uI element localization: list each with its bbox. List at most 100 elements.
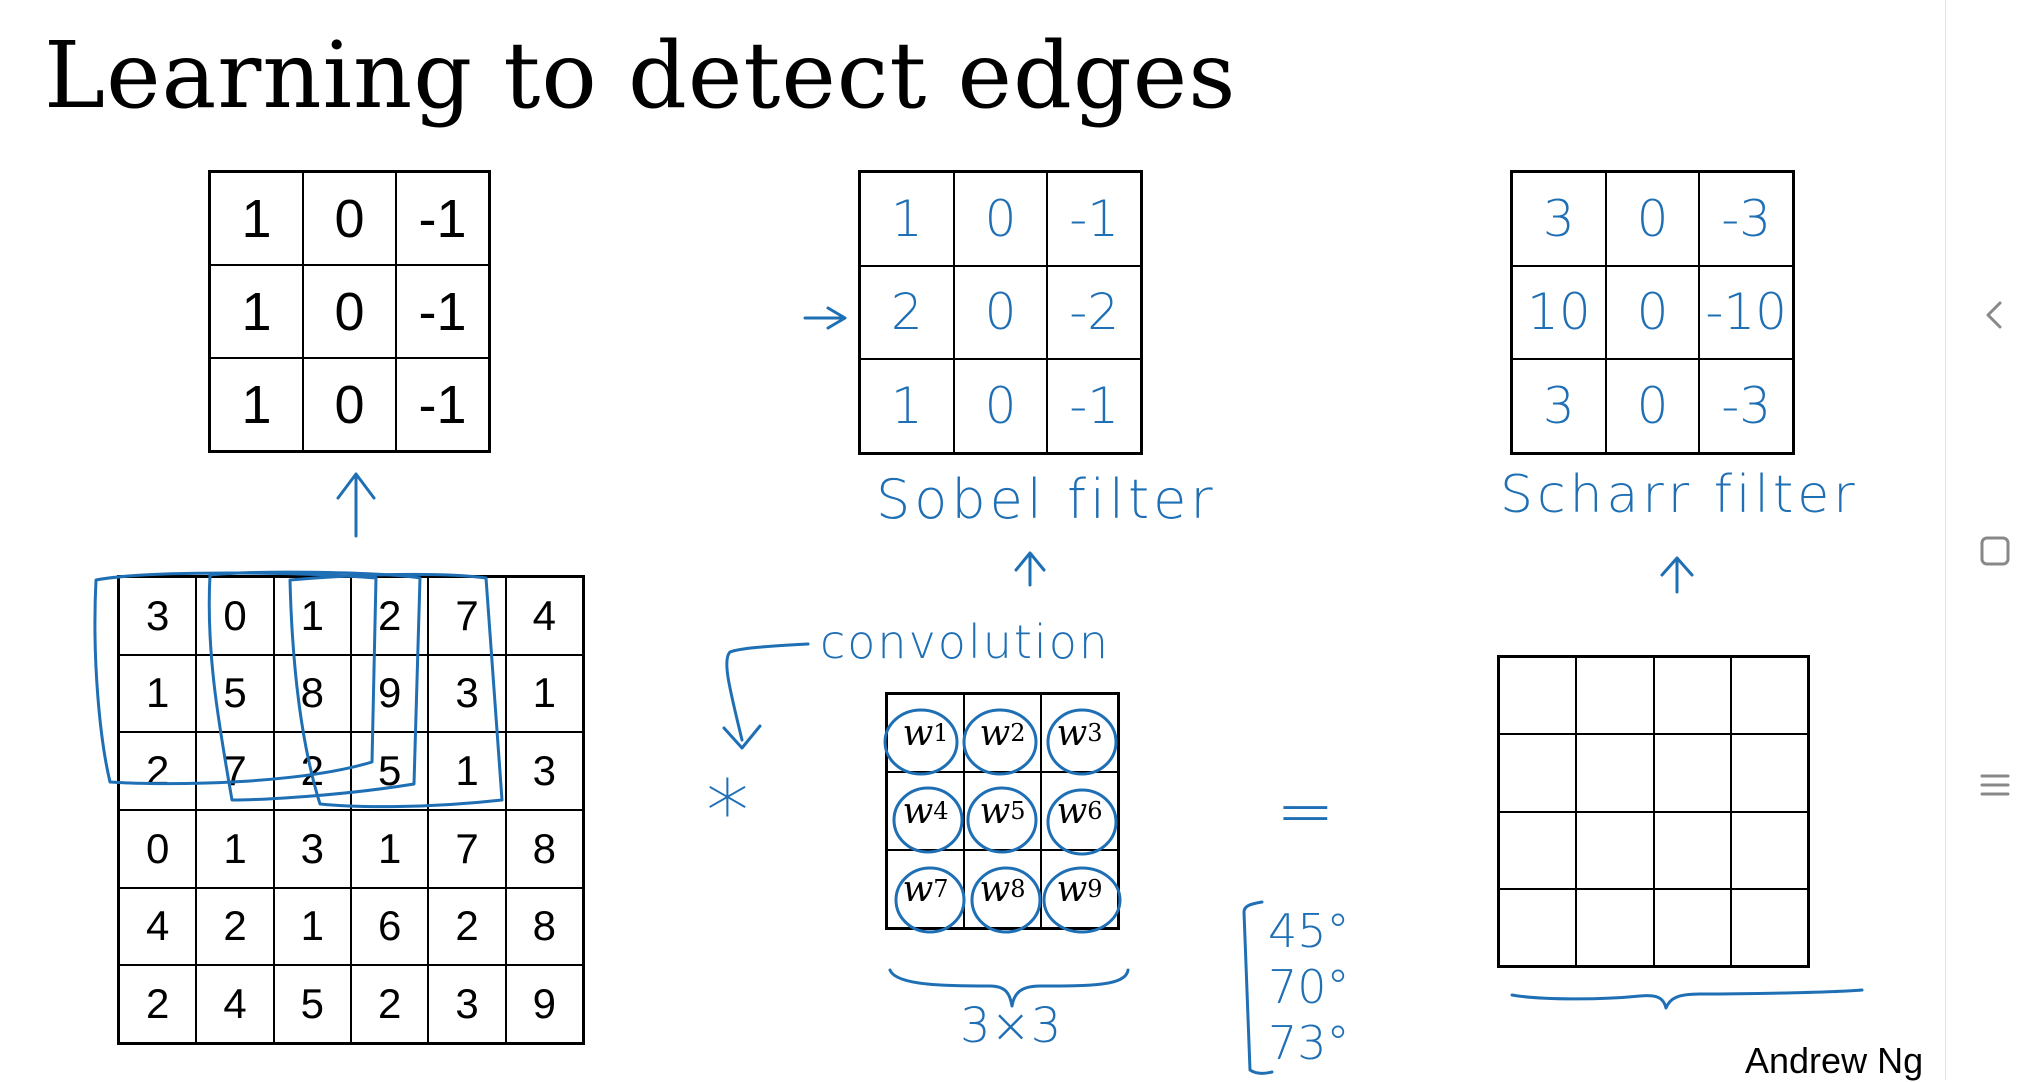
brace-weights <box>888 968 1130 1008</box>
grid-cell: 1 <box>351 809 429 888</box>
weights-size-label: 3×3 <box>960 998 1062 1054</box>
grid-cell: -2 <box>1047 265 1141 360</box>
grid-cell: 0 <box>303 265 396 358</box>
grid-cell: 0 <box>1605 265 1700 360</box>
grid-cell: 0 <box>953 359 1048 453</box>
weight-symbol: w <box>1056 712 1088 754</box>
brace-output <box>1510 988 1864 1010</box>
convolution-label: convolution <box>820 615 1111 669</box>
grid-cell: 0 <box>303 358 396 451</box>
angles-bracket <box>1242 900 1274 1075</box>
grid-cell: 2 <box>860 265 954 360</box>
grid-cell: 0 <box>119 809 197 888</box>
output-cell <box>1499 734 1577 812</box>
back-button[interactable] <box>1946 285 2040 345</box>
output-cell <box>1730 888 1808 966</box>
weight-index: 9 <box>1087 875 1103 903</box>
grid-cell: 1 <box>273 887 351 966</box>
angles-list: 45° 70° 73° <box>1268 903 1350 1071</box>
angle-item: 70° <box>1268 960 1350 1014</box>
grid-cell: -1 <box>1047 359 1141 453</box>
scharr-filter-label: Scharr filter <box>1500 465 1859 525</box>
grid-cell: 3 <box>1512 172 1606 266</box>
grid-cell: 9 <box>351 654 429 733</box>
equals-sign: = <box>1276 770 1335 852</box>
up-arrow-icon <box>336 472 376 538</box>
author-name: Andrew Ng <box>1745 1040 1924 1081</box>
grid-cell: 1 <box>210 358 303 451</box>
weight-symbol: w <box>979 790 1011 832</box>
grid-cell: -1 <box>396 265 489 358</box>
grid-cell: 4 <box>505 577 583 655</box>
grid-cell: 2 <box>119 965 197 1043</box>
grid-cell: 0 <box>303 172 396 265</box>
weight-index: 3 <box>1087 719 1103 747</box>
angle-item: 73° <box>1268 1016 1350 1070</box>
weight-index: 2 <box>1010 719 1026 747</box>
grid-cell: 7 <box>428 809 506 888</box>
output-cell <box>1653 811 1731 889</box>
convolution-operator: * <box>706 762 749 862</box>
grid-cell: 8 <box>505 887 583 966</box>
weight-index: 8 <box>1010 875 1026 903</box>
grid-cell: 6 <box>351 887 429 966</box>
grid-cell: 9 <box>505 965 583 1043</box>
home-button[interactable] <box>1946 520 2040 580</box>
grid-cell: 1 <box>210 172 303 265</box>
grid-cell: 2 <box>351 965 429 1043</box>
grid-cell: 4 <box>119 887 197 966</box>
grid-cell: 0 <box>953 172 1048 266</box>
grid-cell: 5 <box>273 965 351 1043</box>
grid-cell: -1 <box>1047 172 1141 266</box>
output-cell <box>1576 811 1654 889</box>
grid-cell: 1 <box>196 809 274 888</box>
grid-cell: 2 <box>428 887 506 966</box>
window-box-3 <box>288 572 504 809</box>
grid-cell: 8 <box>273 654 351 733</box>
sidebar <box>1945 0 2040 1080</box>
grid-cell: 1 <box>210 265 303 358</box>
weight-index: 5 <box>1010 797 1026 825</box>
output-cell <box>1730 734 1808 812</box>
weight-symbol: w <box>902 712 934 754</box>
grid-cell: 1 <box>505 654 583 733</box>
menu-button[interactable] <box>1946 755 2040 815</box>
output-grid <box>1497 655 1810 968</box>
pen-annotations <box>93 306 1864 1075</box>
output-cell <box>1730 811 1808 889</box>
square-icon <box>1980 536 2009 566</box>
grid-cell: 3 <box>428 654 506 733</box>
weight-symbol: w <box>979 712 1011 754</box>
weight-index: 1 <box>933 719 949 747</box>
weight-index: 4 <box>933 797 949 825</box>
grid-cell: 0 <box>1605 359 1700 453</box>
grid-cell: 10 <box>1512 265 1606 360</box>
grid-cell: 3 <box>273 809 351 888</box>
right-arrow-icon <box>803 306 847 330</box>
convolution-arrow-icon <box>722 642 810 750</box>
weight-index: 7 <box>933 875 949 903</box>
output-cell <box>1730 657 1808 735</box>
grid-cell: -1 <box>396 172 489 265</box>
weight-index: 6 <box>1087 797 1103 825</box>
grid-cell: -3 <box>1699 359 1793 453</box>
grid-cell: -1 <box>396 358 489 451</box>
grid-cell: 0 <box>196 577 274 655</box>
angle-item: 45° <box>1268 904 1350 958</box>
sobel-filter-label: Sobel filter <box>876 468 1217 531</box>
output-cell <box>1499 811 1577 889</box>
grid-cell: 3 <box>428 965 506 1043</box>
grid-cell: 3 <box>1512 359 1606 453</box>
output-cell <box>1576 657 1654 735</box>
output-cell <box>1653 888 1731 966</box>
